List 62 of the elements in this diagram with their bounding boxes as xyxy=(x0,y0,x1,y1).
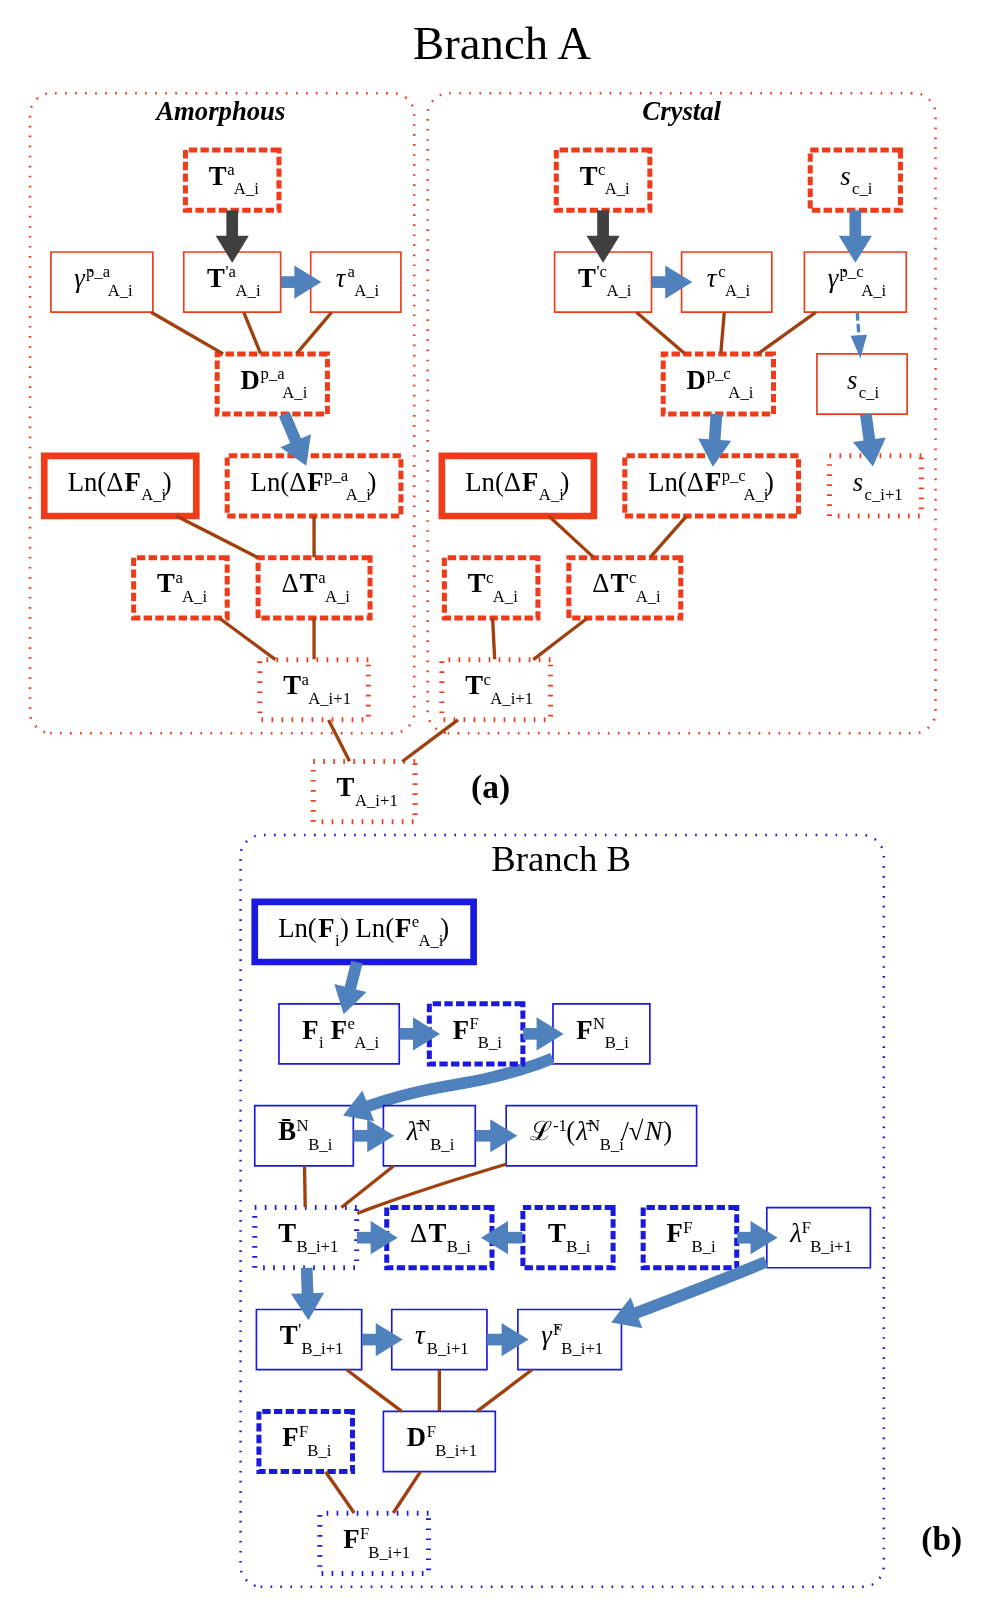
connector xyxy=(401,718,459,763)
arrow xyxy=(611,1256,769,1329)
node-box: Ln(ΔF$^{p_c}$$_{A_i}$) xyxy=(622,453,802,519)
node-box: Ln(F$_{i}$) Ln(F$^{e}$$_{A_i}$) xyxy=(251,898,477,966)
connector xyxy=(150,310,224,356)
connector xyxy=(475,1368,533,1413)
arrow xyxy=(353,1119,395,1153)
connector xyxy=(437,1369,442,1412)
arrow xyxy=(487,1323,529,1357)
arrow xyxy=(480,1221,523,1255)
connector xyxy=(532,616,589,661)
arrow xyxy=(362,1323,403,1357)
arrow xyxy=(737,1221,778,1255)
arrow xyxy=(334,960,367,1015)
arrow xyxy=(290,1267,325,1321)
connector xyxy=(340,1164,395,1209)
arrow xyxy=(852,413,886,467)
connector xyxy=(218,616,277,661)
node-box: ΔT$_{B_i}$ xyxy=(384,1205,495,1271)
label: (b) xyxy=(921,1520,963,1558)
connector xyxy=(295,311,333,355)
connector xyxy=(719,312,726,354)
connector xyxy=(312,516,316,558)
connector xyxy=(356,1162,507,1215)
arrow xyxy=(838,210,872,263)
connector xyxy=(547,514,595,559)
connector xyxy=(175,514,259,560)
arrow xyxy=(343,1053,555,1122)
node-box: T$_{B_i+1}$ xyxy=(252,1205,360,1271)
arrow xyxy=(586,210,620,263)
node-box: Ln(ΔF$^{p_a}$$_{A_i}$) xyxy=(224,453,404,519)
arrow xyxy=(475,1119,518,1153)
connector xyxy=(327,719,352,762)
connector xyxy=(490,617,497,660)
connector xyxy=(312,618,316,660)
arrow xyxy=(215,210,249,263)
connector xyxy=(302,1165,307,1208)
label: (a) xyxy=(471,768,511,806)
node-box: s$_{c_i}$ xyxy=(816,353,908,415)
node-box: Ln(ΔF$_{A_i}$) xyxy=(40,452,200,520)
connector xyxy=(648,515,688,559)
node-box: s$_{c_i+1}$ xyxy=(826,453,924,519)
node-box: s$_{c_i}$ xyxy=(807,147,903,213)
arrow xyxy=(850,312,867,359)
connector xyxy=(324,1470,356,1514)
connector xyxy=(242,311,263,355)
node-box: τ$_{B_i+1}$ xyxy=(390,1308,488,1371)
arrow xyxy=(279,411,311,466)
connector xyxy=(345,1368,403,1413)
connector xyxy=(756,310,817,356)
connector xyxy=(635,311,686,355)
diagram-title: Branch A xyxy=(413,16,591,69)
arrow xyxy=(356,1221,398,1255)
arrow xyxy=(523,1017,564,1051)
connector xyxy=(391,1470,422,1514)
node-box: T$_{A_i+1}$ xyxy=(310,759,418,825)
arrow xyxy=(399,1017,441,1051)
arrow xyxy=(698,413,732,467)
arrow xyxy=(651,265,693,299)
arrow xyxy=(281,265,322,299)
node-box: T$_{B_i}$ xyxy=(520,1205,616,1271)
node-box: Ln(ΔF$_{A_i}$) xyxy=(438,452,598,520)
